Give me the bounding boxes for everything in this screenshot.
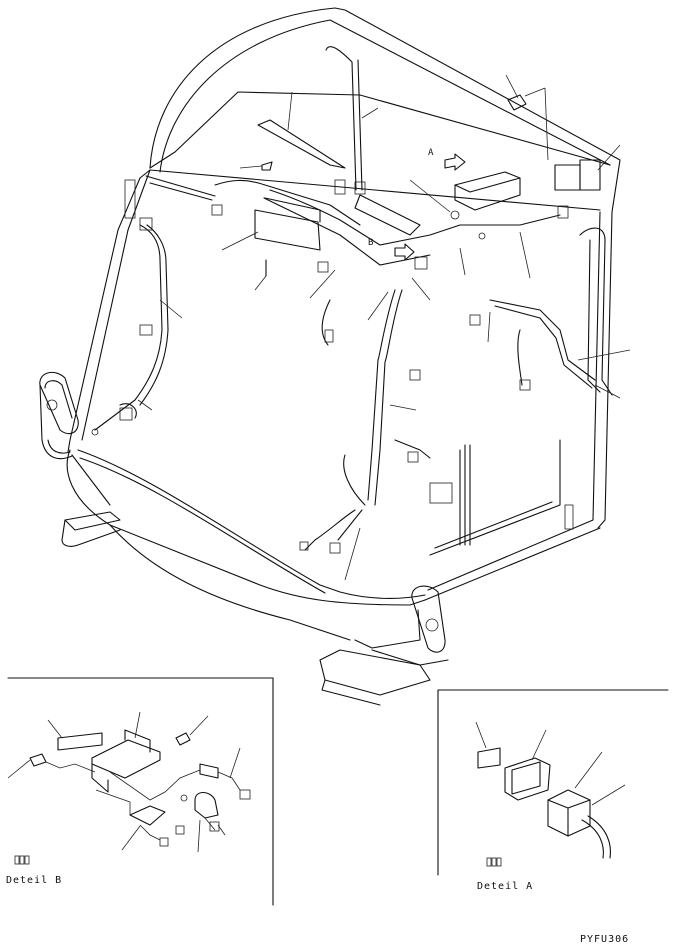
base-skids <box>61 511 431 706</box>
drawing-code: PYFU306 <box>580 934 629 945</box>
detail-a-marker: A <box>428 148 434 158</box>
wiring-harness <box>94 46 613 551</box>
cab-body <box>66 7 621 641</box>
detail-a-caption: Deteil A <box>477 881 533 892</box>
detail-b-caption: Deteil B <box>6 875 62 886</box>
left-mirror-bracket <box>39 371 79 460</box>
detail-arrows <box>394 153 466 261</box>
connectors <box>91 94 601 554</box>
detail-a-panel <box>437 689 669 876</box>
leader-lines <box>137 74 631 581</box>
detail-b-marker: B <box>368 238 373 248</box>
detail-b-panel <box>7 677 274 906</box>
